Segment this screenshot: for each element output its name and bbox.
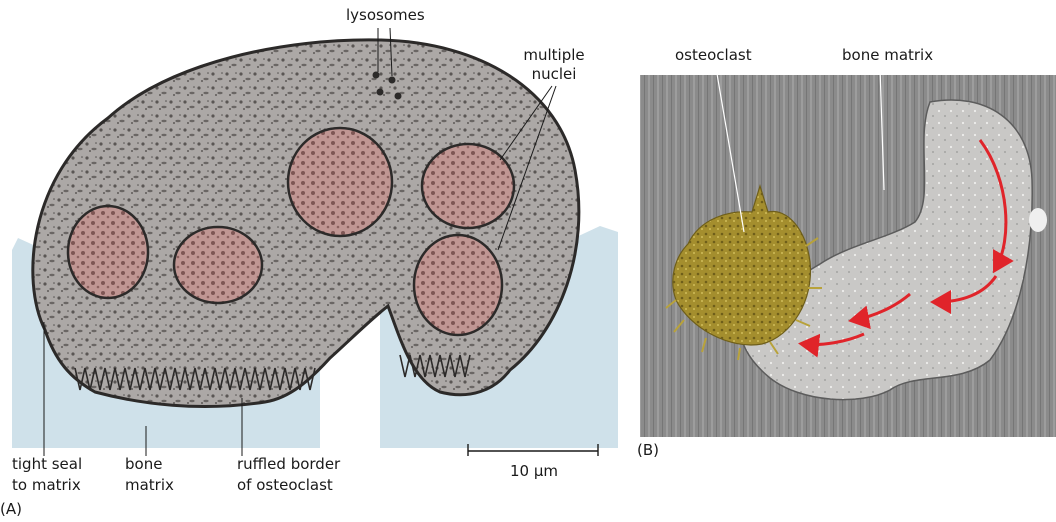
lysosome	[377, 89, 384, 96]
label-ruffled-1: ruffled border	[237, 455, 340, 473]
lysosome	[373, 72, 380, 79]
label-tight-seal-1: tight seal	[12, 455, 82, 473]
nucleus	[174, 227, 262, 303]
panel-b-label: (B)	[637, 441, 659, 459]
label-bone-matrix-2: matrix	[125, 476, 174, 494]
label-bone-matrix-1: bone	[125, 455, 162, 473]
matrix-particle	[1029, 208, 1047, 232]
lysosome	[395, 93, 402, 100]
label-ruffled-2: of osteoclast	[237, 476, 333, 494]
label-multiple-nuclei-2: nuclei	[522, 65, 586, 83]
nucleus	[414, 235, 502, 335]
label-tight-seal-2: to matrix	[12, 476, 81, 494]
lysosome	[389, 77, 396, 84]
label-bone-matrix-b: bone matrix	[842, 46, 933, 64]
label-multiple-nuclei-1: multiple	[522, 46, 586, 64]
nucleus	[288, 128, 392, 236]
label-osteoclast: osteoclast	[675, 46, 752, 64]
nucleus	[422, 144, 514, 228]
scale-bar-label: 10 μm	[478, 462, 590, 480]
nucleus	[68, 206, 148, 298]
label-lysosomes: lysosomes	[346, 6, 425, 24]
panel-a-label: (A)	[0, 500, 22, 518]
